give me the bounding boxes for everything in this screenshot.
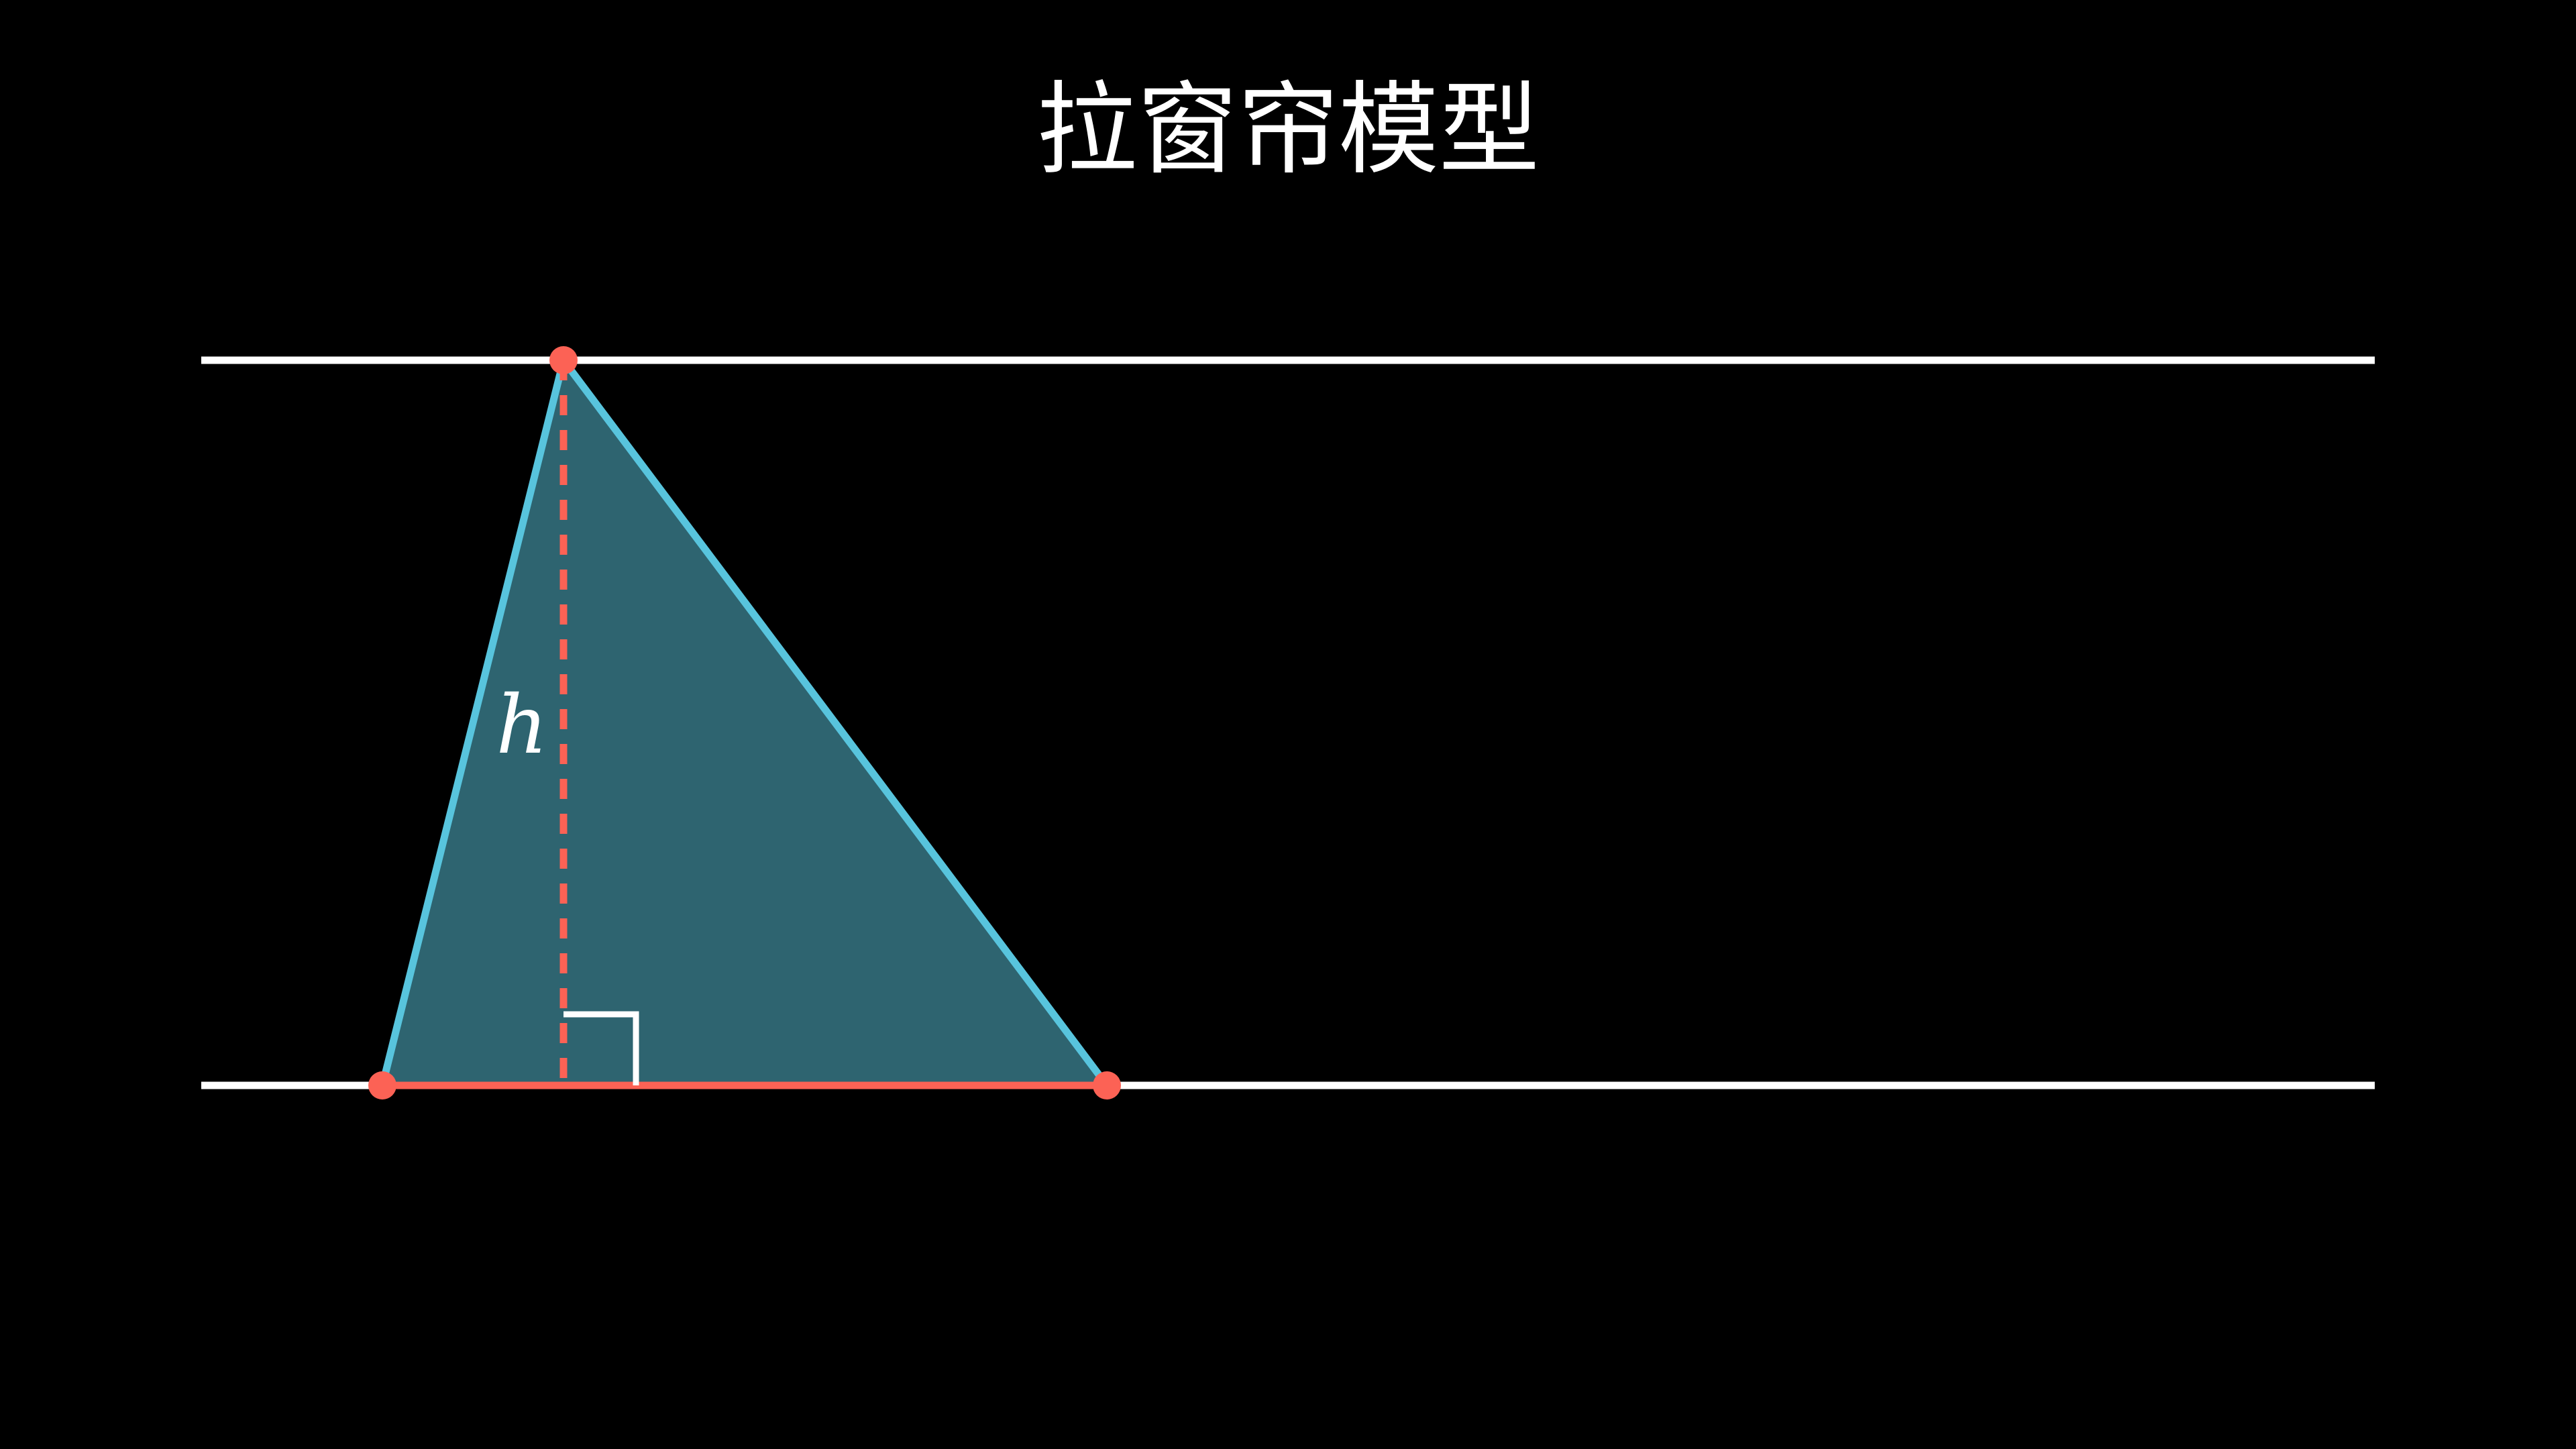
height-label: h — [496, 679, 547, 772]
right-base-vertex — [1093, 1071, 1121, 1099]
apex-vertex — [549, 346, 578, 374]
triangle — [378, 356, 1111, 1089]
page-title: 拉窗帘模型 — [1036, 72, 1540, 189]
right-angle-marker — [564, 1011, 639, 1085]
left-base-vertex — [368, 1071, 396, 1099]
